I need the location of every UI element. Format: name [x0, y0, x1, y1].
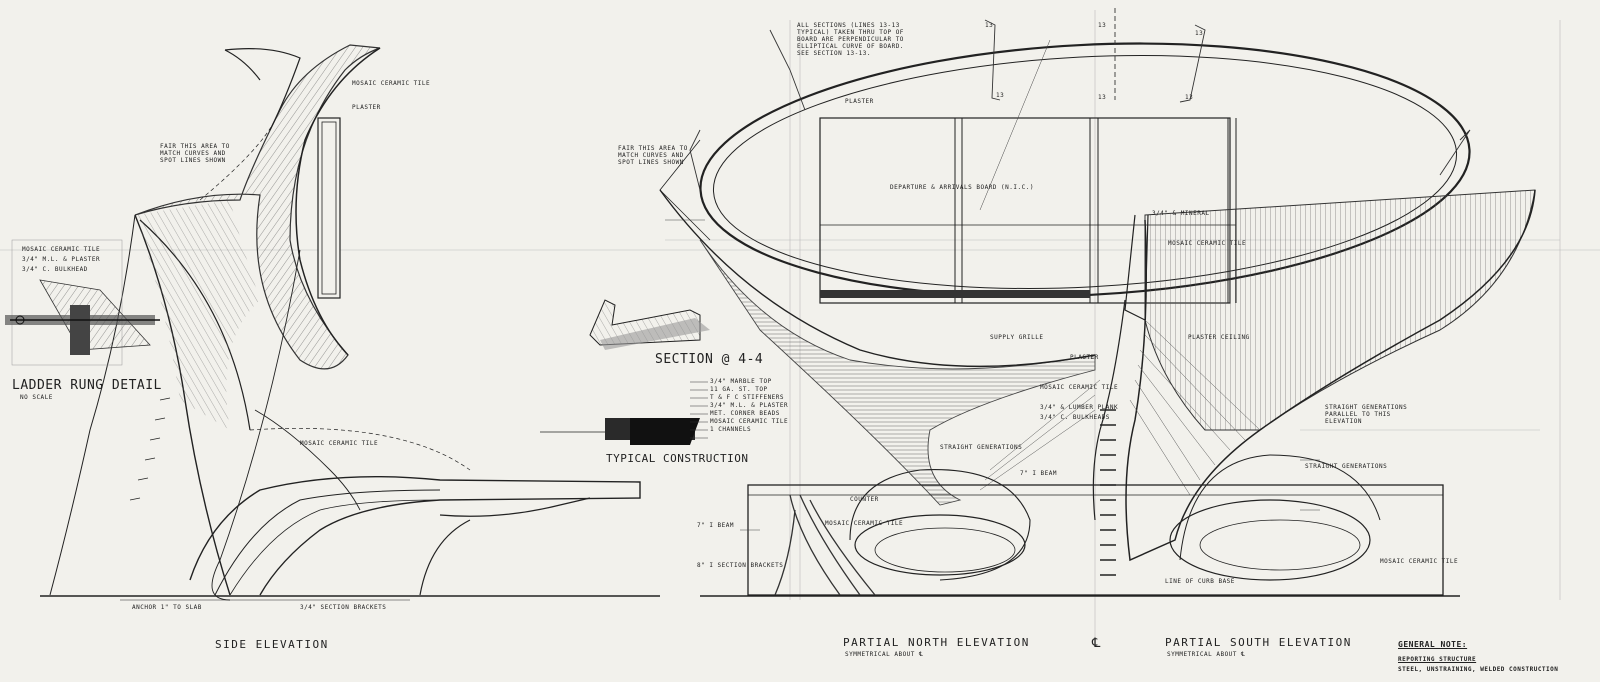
annotation-counter: COUNTER: [850, 496, 879, 503]
construction-note-6: MOSAIC CERAMIC TILE: [710, 418, 789, 425]
south-elevation-title: PARTIAL SOUTH ELEVATION: [1165, 636, 1352, 649]
annotation-beam: 7" I BEAM: [1020, 470, 1058, 477]
construction-note-7: 1 CHANNELS: [710, 426, 752, 433]
annotation-departure-board: DEPARTURE & ARRIVALS BOARD (N.I.C.): [890, 184, 1034, 191]
grid-mark: 13: [1098, 94, 1107, 101]
grid-mark: 13: [1185, 94, 1194, 101]
section-4-4-title: SECTION @ 4-4: [655, 352, 764, 367]
annotation-plaster-ceiling: PLASTER CEILING: [1188, 334, 1250, 341]
south-elevation-subtitle: SYMMETRICAL ABOUT ℄: [1167, 651, 1246, 658]
annotation-mosaic-tile-left: MOSAIC CERAMIC TILE: [22, 246, 101, 253]
grid-mark: 13: [996, 92, 1005, 99]
annotation-supply-grille: SUPPLY GRILLE: [990, 334, 1044, 341]
annotation-mosaic-r1: MOSAIC CERAMIC TILE: [1168, 240, 1247, 247]
annotation-plaster-top: PLASTER: [352, 104, 381, 111]
annotation-plaster-r: PLASTER: [1070, 354, 1099, 361]
annotation-beam2: 7" I BEAM: [697, 522, 735, 529]
general-note-title: GENERAL NOTE:: [1398, 640, 1468, 649]
grid-mark: 13: [985, 22, 994, 29]
north-elevation-title: PARTIAL NORTH ELEVATION: [843, 636, 1030, 649]
annotation-plaster-left: 3/4" M.L. & PLASTER: [22, 256, 101, 263]
construction-note-5: MET. CORNER BEADS: [710, 410, 780, 417]
grid-mark: 13: [1195, 30, 1204, 37]
north-elevation-subtitle: SYMMETRICAL ABOUT ℄: [845, 651, 924, 658]
general-note-line1: REPORTING STRUCTURE: [1398, 656, 1477, 663]
annotation-straight-gen-3: STRAIGHT GENERATIONS: [940, 444, 1023, 451]
annotation-bulkhead-left: 3/4" C. BULKHEAD: [22, 266, 88, 273]
annotation-all-sections: ALL SECTIONS (LINES 13-13 TYPICAL) TAKEN…: [797, 22, 904, 57]
construction-note-2: 11 GA. ST. TOP: [710, 386, 768, 393]
annotation-line-of-curb: LINE OF CURB BASE: [1165, 578, 1235, 585]
annotation-bulkheads: 3/4" C. BULKHEADS: [1040, 414, 1110, 421]
general-note-line2: STEEL, UNSTRAINING, WELDED CONSTRUCTION: [1398, 666, 1559, 673]
grid-mark: 13: [1098, 22, 1107, 29]
annotation-mosaic-r3: MOSAIC CERAMIC TILE: [825, 520, 904, 527]
annotation-fair-area-right: FAIR THIS AREA TO MATCH CURVES AND SPOT …: [618, 145, 688, 166]
annotation-mineral: 3/4" & MINERAL: [1152, 210, 1210, 217]
annotation-plaster-oval: PLASTER: [845, 98, 874, 105]
construction-note-1: 3/4" MARBLE TOP: [710, 378, 772, 385]
annotation-mosaic-tile-top: MOSAIC CERAMIC TILE: [352, 80, 431, 87]
annotation-mosaic-r2: MOSAIC CERAMIC TILE: [1040, 384, 1119, 391]
annotation-section-brackets: 3/4" SECTION BRACKETS: [300, 604, 387, 611]
construction-note-4: 3/4" M.L. & PLASTER: [710, 402, 789, 409]
ladder-rung-detail-drawing: [5, 239, 160, 366]
section-4-4-drawing: [589, 299, 710, 350]
annotation-straight-gen-1: STRAIGHT GENERATIONS PARALLEL TO THIS EL…: [1325, 404, 1408, 425]
annotation-straight-gen-2: STRAIGHT GENERATIONS: [1305, 463, 1388, 470]
annotation-section-brackets-r: 8" I SECTION BRACKETS: [697, 562, 784, 569]
annotation-anchor-slab: ANCHOR 1" TO SLAB: [132, 604, 202, 611]
annotation-lumber-plank: 3/4" & LUMBER PLANK: [1040, 404, 1119, 411]
side-elevation-drawing: [40, 44, 660, 601]
centerline-mark: ℄: [1092, 636, 1101, 651]
ladder-rung-detail-title: LADDER RUNG DETAIL: [12, 378, 162, 393]
side-elevation-title: SIDE ELEVATION: [215, 638, 329, 651]
annotation-mosaic-tile-mid: MOSAIC CERAMIC TILE: [300, 440, 379, 447]
typical-construction-drawing: [540, 381, 708, 445]
typical-construction-title: TYPICAL CONSTRUCTION: [606, 452, 749, 465]
annotation-fair-area: FAIR THIS AREA TO MATCH CURVES AND SPOT …: [160, 143, 230, 164]
construction-note-3: T & F C STIFFENERS: [710, 394, 785, 401]
annotation-mosaic-r4: MOSAIC CERAMIC TILE: [1380, 558, 1459, 565]
no-scale-note: NO SCALE: [20, 394, 53, 401]
north-south-elevation-drawing: [659, 8, 1536, 597]
